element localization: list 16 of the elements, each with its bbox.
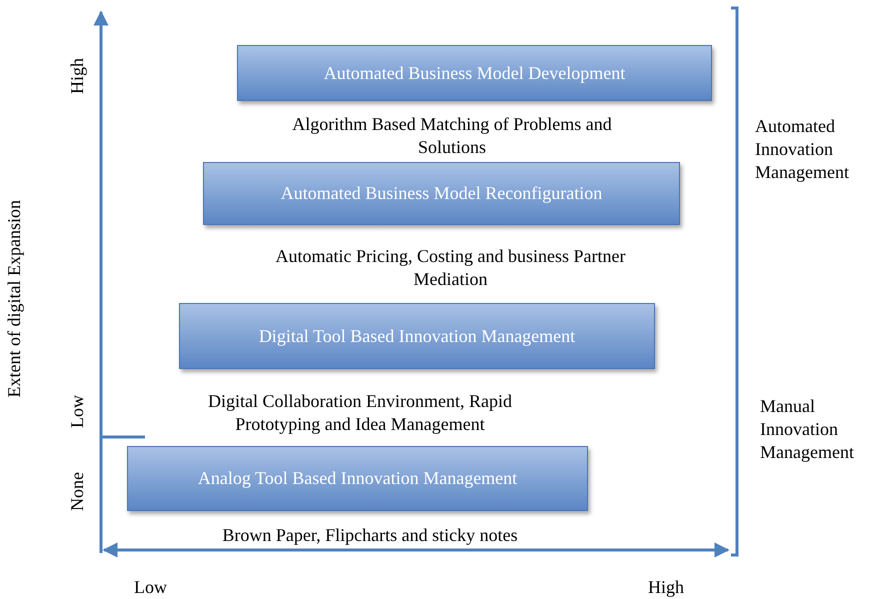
stage-box: Digital Tool Based Innovation Management (179, 303, 655, 369)
description-text: Algorithm Based Matching of Problems and Solutions (291, 113, 613, 159)
description-text: Automatic Pricing, Costing and business Partner Mediation (274, 245, 626, 291)
tick-label: None (66, 472, 88, 511)
stage-box: Automated Business Model Reconfiguration (203, 162, 680, 225)
tick-label: High (648, 576, 684, 599)
stage-box: Analog Tool Based Innovation Management (127, 446, 588, 511)
axis-label: Extent of digital Expansion (3, 200, 25, 398)
stage-box: Automated Business Model Development (237, 45, 712, 101)
description-text: Digital Collaboration Environment, Rapid Prototyping and Idea Management (207, 390, 513, 436)
side-label: Manual Innovation Management (760, 395, 855, 464)
side-label: Automated Innovation Management (755, 115, 850, 184)
tick-label: Low (134, 576, 167, 599)
tick-label: High (66, 58, 88, 94)
description-text: Brown Paper, Flipcharts and sticky notes (221, 524, 519, 547)
tick-label: Low (66, 395, 88, 428)
